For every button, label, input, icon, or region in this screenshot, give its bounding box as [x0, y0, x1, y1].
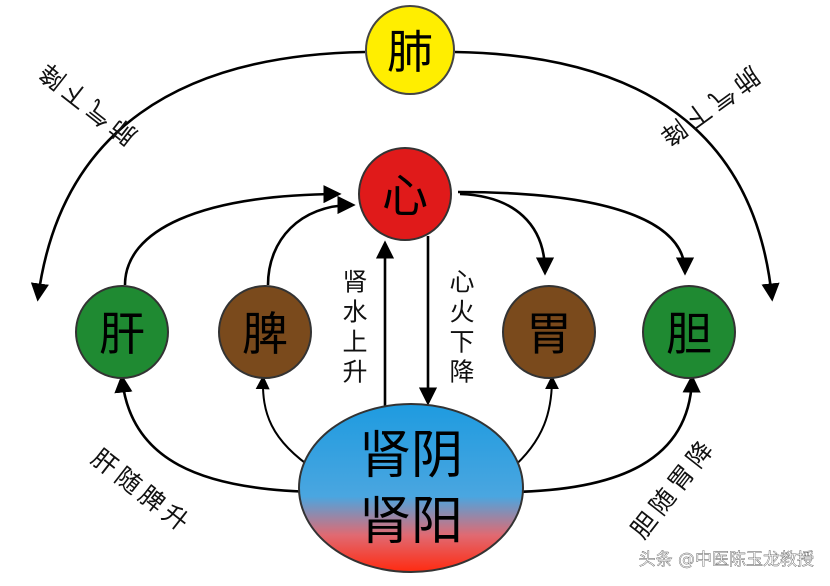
lung-qi-descend-left-label: 肺 气 下 降	[34, 57, 142, 151]
gallbladder-label: 胆	[666, 307, 712, 361]
kidney-yang-label: 肾阳	[359, 492, 463, 552]
spleen-label: 脾	[242, 307, 288, 361]
heart-node: 心	[358, 147, 452, 241]
spleen-node: 脾	[218, 285, 312, 379]
heart-fire-descend-label: 心 火 下 降	[449, 268, 474, 387]
label-char: 上	[342, 328, 367, 357]
arrow-lung-to-liver	[30, 50, 366, 302]
heart-label: 心	[382, 169, 428, 223]
arrow-heart-to-gallbladder	[457, 190, 695, 276]
lung-qi-descend-right-label: 肺 气 下 降	[655, 60, 765, 151]
liver-rise-with-spleen-label: 肝 随 脾 升	[86, 443, 194, 537]
stomach-label: 胃	[526, 307, 572, 361]
gallbladder-node: 胆	[642, 285, 736, 379]
kidney-node: 肾阴 肾阳	[298, 403, 524, 573]
lung-label: 肺	[387, 25, 433, 79]
watermark-text: 头条 @中医陈玉龙教授	[639, 550, 814, 570]
liver-label: 肝	[99, 307, 145, 361]
arrow-lung-to-gallbladder	[454, 50, 780, 302]
liver-node: 肝	[75, 285, 169, 379]
label-char: 肾	[342, 268, 367, 297]
label-char: 火	[449, 298, 474, 327]
arrow-kidney-to-liver	[114, 374, 319, 494]
kidney-yin-label: 肾阴	[359, 426, 463, 486]
stomach-node: 胃	[502, 285, 596, 379]
label-char: 心	[449, 268, 474, 297]
label-char: 下	[449, 328, 474, 357]
lung-node: 肺	[365, 5, 455, 95]
gall-descend-with-stomach-label: 胆 随 胃 降	[625, 436, 719, 544]
label-char: 升	[342, 358, 367, 387]
label-char: 降	[449, 358, 474, 387]
arrow-kidney-to-spleen	[255, 375, 316, 471]
arrow-kidney-to-stomach	[509, 375, 559, 471]
kidney-water-rise-label: 肾 水 上 升	[342, 268, 367, 387]
arrow-kidney-to-gallbladder	[511, 374, 701, 494]
arrow-heart-to-stomach	[459, 192, 555, 276]
arrow-spleen-to-heart	[266, 195, 356, 286]
label-char: 水	[342, 298, 367, 327]
arrow-liver-to-heart	[123, 185, 342, 286]
